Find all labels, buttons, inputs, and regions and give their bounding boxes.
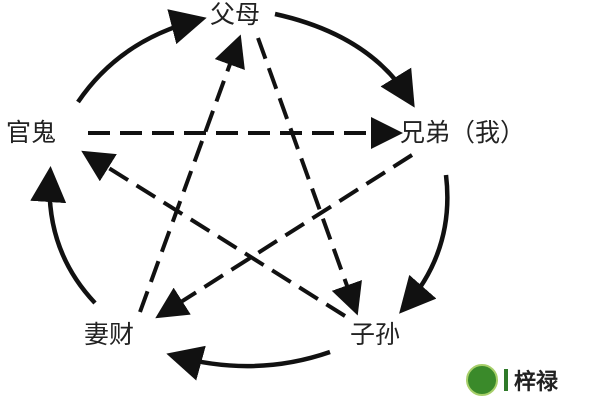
node-wealth: 妻财 <box>84 320 135 349</box>
arc-parents-to-siblings <box>274 11 415 108</box>
node-siblings: 兄弟（我） <box>400 118 526 147</box>
arc-offspring-to-wealth <box>166 345 331 381</box>
node-officer: 官鬼 <box>6 118 57 147</box>
dash-siblings-to-wealth <box>155 153 414 319</box>
dash-wealth-to-parents <box>138 34 245 313</box>
arc-wealth-to-officer <box>30 166 97 305</box>
logo-icon <box>466 364 498 396</box>
dash-offspring-to-officer <box>81 150 347 318</box>
watermark-logo: 梓禄 <box>466 364 558 396</box>
logo-brand: 梓禄 <box>514 370 559 395</box>
dash-parents-to-offspring <box>256 37 362 316</box>
node-offspring: 子孙 <box>350 320 401 349</box>
logo-divider <box>504 369 508 391</box>
arc-officer-to-parents <box>76 9 207 104</box>
arc-siblings-to-offspring <box>399 174 450 314</box>
node-parents: 父母 <box>210 0 261 29</box>
